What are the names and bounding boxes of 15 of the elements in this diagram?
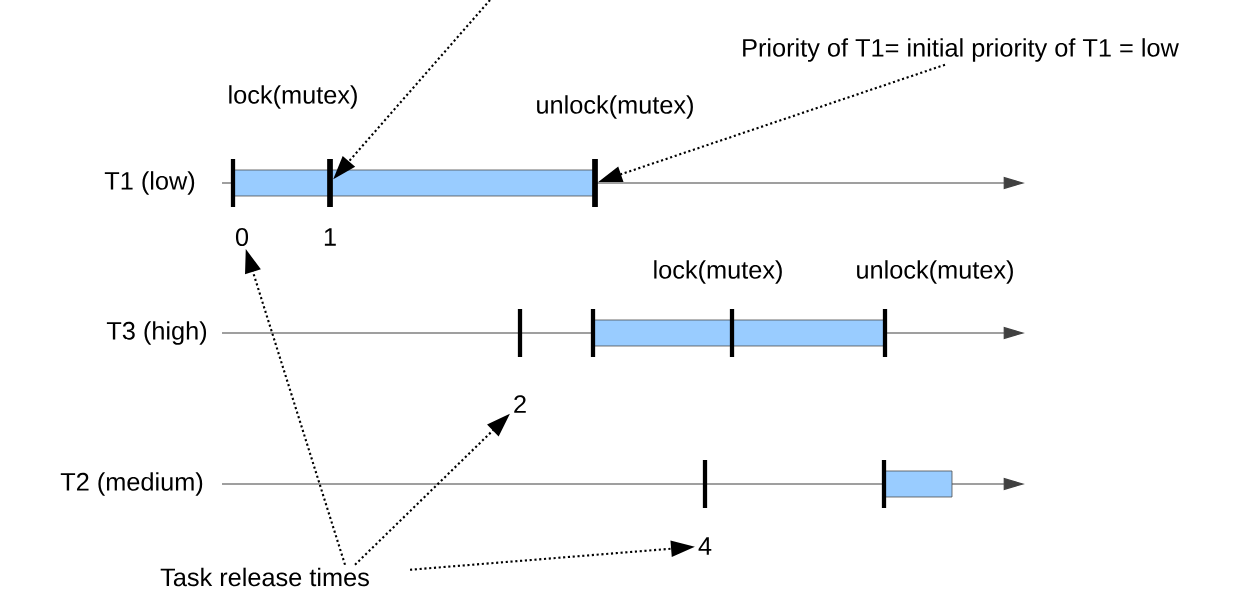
label: unlock(mutex) <box>537 95 693 119</box>
tick-mark <box>327 159 333 207</box>
label: lock(mutex) <box>229 85 357 109</box>
tick-mark <box>592 159 598 207</box>
label: unlock(mutex) <box>857 260 1013 284</box>
tick-label: 1 <box>324 228 336 246</box>
annotation-text: Task release times <box>160 567 369 587</box>
annotation-text: Priority of T1= initial priority of T1 = low <box>743 38 1179 62</box>
label: T1 (low) <box>104 171 195 195</box>
annotation-text: 2 <box>514 395 526 413</box>
label: lock(mutex) <box>654 260 782 284</box>
label: T2 (medium) <box>60 472 203 496</box>
annotation-text: 0 <box>235 228 249 246</box>
label: T3 (high) <box>106 321 207 345</box>
annotation-text: 4 <box>698 537 712 555</box>
